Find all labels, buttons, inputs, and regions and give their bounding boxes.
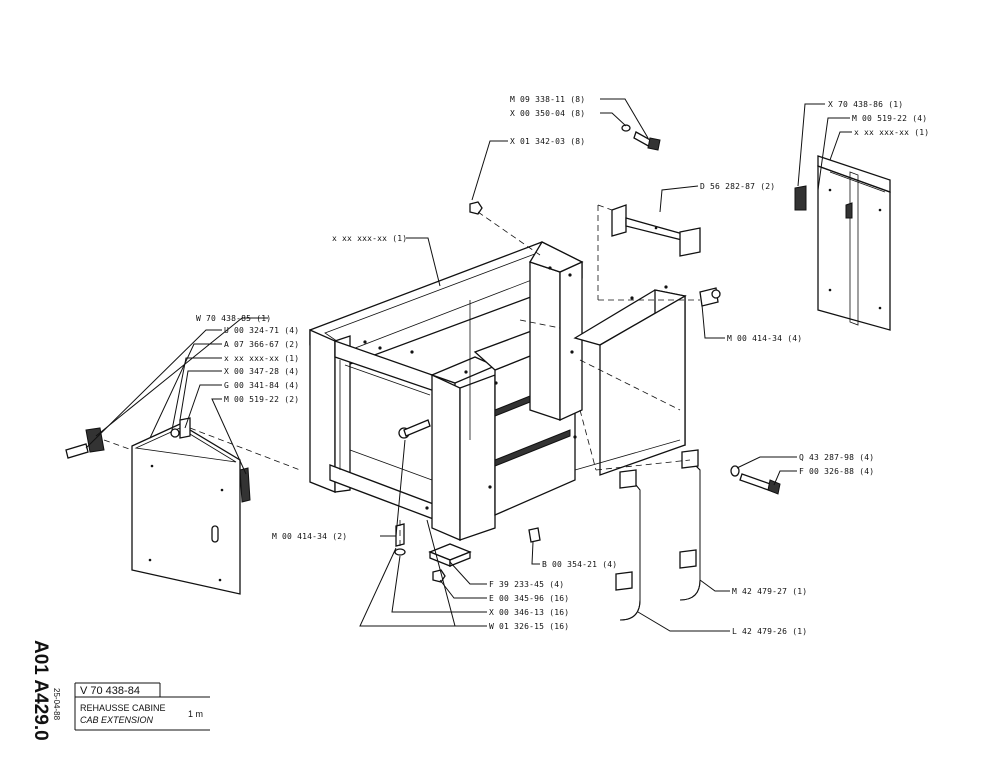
label-x00-350-04: X 00 350-04 (8) [510, 109, 586, 118]
cab-extension-frame [309, 241, 687, 541]
label-w01-326-15: W 01 326-15 (16) [489, 622, 570, 631]
label-x01-342-03: X 01 342-03 (8) [510, 137, 586, 146]
label-xx-right: x xx xxx-xx (1) [854, 128, 930, 137]
assembly-lines [103, 204, 700, 546]
label-xx-left: x xx xxx-xx (1) [224, 354, 300, 363]
label-m00-414-34-2: M 00 414-34 (2) [272, 532, 348, 541]
hardware [65, 124, 781, 583]
label-b00-354-21: B 00 354-21 (4) [542, 560, 618, 569]
grab-handles [615, 449, 701, 621]
drawing-code-text: A01 A429.0 [30, 640, 51, 741]
label-d56-282-87: D 56 282-87 (2) [700, 182, 776, 191]
part-number: V 70 438-84 [80, 685, 140, 697]
drawing-date: 25-04-88 [52, 688, 61, 721]
title-french: REHAUSSE CABINE [80, 703, 166, 713]
label-m00-519-22-4: M 00 519-22 (4) [852, 114, 928, 123]
label-e00-345-96: E 00 345-96 (16) [489, 594, 570, 603]
label-m00-414-34-4: M 00 414-34 (4) [727, 334, 803, 343]
label-g00-341-84: G 00 341-84 (4) [224, 381, 300, 390]
label-f00-326-88: F 00 326-88 (4) [799, 467, 875, 476]
title-block-lines [74, 682, 210, 731]
label-q43-287-98: Q 43 287-98 (4) [799, 453, 875, 462]
quantity: 1 m [188, 709, 204, 719]
label-u00-324-71: U 00 324-71 (4) [224, 326, 300, 335]
label-xx-top: x xx xxx-xx (1) [332, 234, 408, 243]
door-panel [131, 423, 251, 595]
label-l42-479-26: L 42 479-26 (1) [732, 627, 808, 636]
title-english: CAB EXTENSION [80, 715, 154, 725]
label-w70-438-85: W 70 438-85 (1) [196, 314, 272, 323]
support-bracket [611, 204, 701, 257]
label-m09-338-11: M 09 338-11 (8) [510, 95, 586, 104]
label-x70-438-86: X 70 438-86 (1) [828, 100, 904, 109]
label-m42-479-27: M 42 479-27 (1) [732, 587, 808, 596]
label-m00-519-22-2: M 00 519-22 (2) [224, 395, 300, 404]
label-x00-346-13: X 00 346-13 (16) [489, 608, 570, 617]
label-f39-233-45: F 39 233-45 (4) [489, 580, 565, 589]
rear-panel [794, 155, 891, 331]
label-x00-347-28: X 00 347-28 (4) [224, 367, 300, 376]
leader-lines [85, 98, 852, 632]
label-a07-366-67: A 07 366-67 (2) [224, 340, 300, 349]
